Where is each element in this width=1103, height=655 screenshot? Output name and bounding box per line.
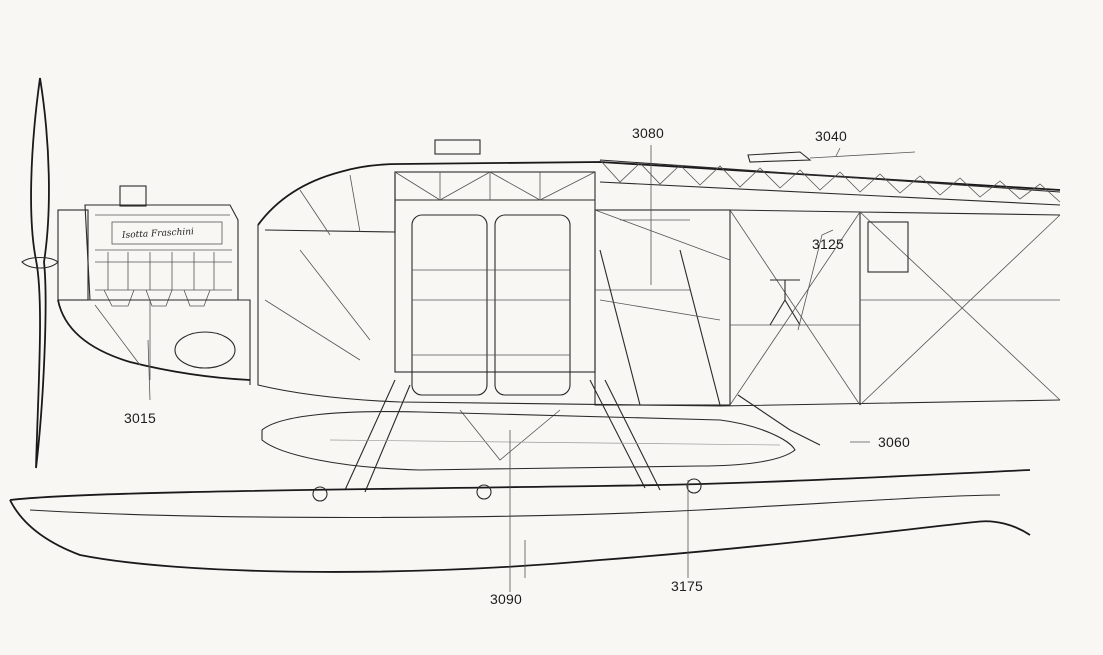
propeller [21, 77, 59, 469]
callout-3175: 3175 [671, 578, 703, 594]
engine [57, 185, 239, 307]
float-pontoon [9, 469, 1031, 578]
wing-truss [434, 139, 1061, 206]
nose-cowling [57, 299, 251, 385]
callout-leader-lines [147, 145, 870, 592]
callout-3125: 3125 [812, 236, 844, 252]
fuselage-structure [257, 161, 1061, 407]
float-struts [344, 379, 821, 493]
callout-3080: 3080 [632, 125, 664, 141]
belly-tank [261, 411, 796, 471]
callout-3015: 3015 [124, 410, 156, 426]
callout-3060: 3060 [878, 434, 910, 450]
callout-3090: 3090 [490, 591, 522, 607]
callout-3040: 3040 [815, 128, 847, 144]
